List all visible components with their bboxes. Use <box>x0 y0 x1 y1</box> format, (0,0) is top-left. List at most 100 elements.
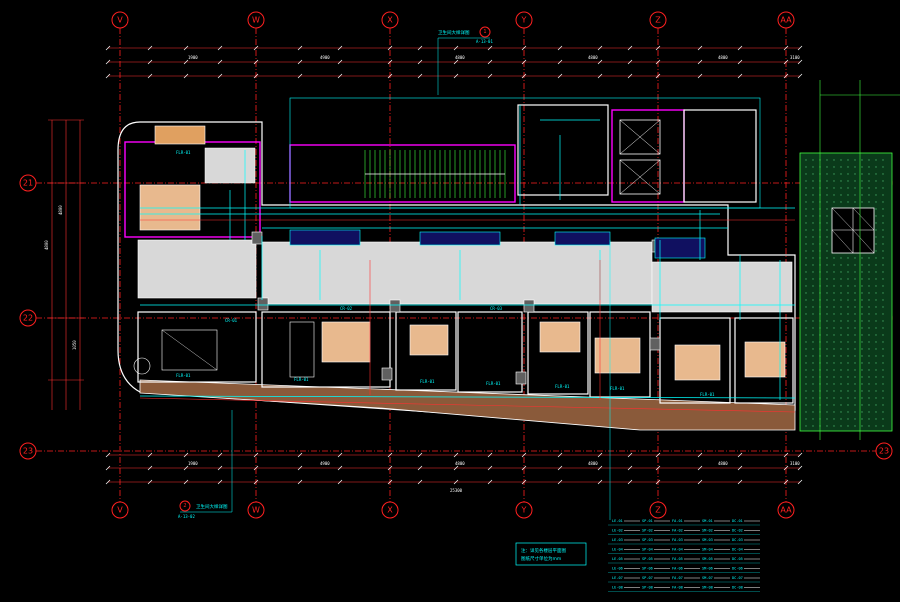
svg-text:Z: Z <box>655 16 661 25</box>
section-callout-1[interactable]: 1 A-13-01 卫生间大样详图 <box>437 26 493 95</box>
svg-text:X: X <box>387 16 393 25</box>
legend-cell: SP-07 <box>642 576 653 580</box>
elevators <box>619 119 661 195</box>
dim-left-1: 4800 <box>44 240 49 250</box>
bath-pods <box>289 229 706 259</box>
room-tag-3[interactable]: FLR-01 <box>294 377 309 382</box>
note-line-1: 注：详见各楼层平面图 <box>521 547 566 554</box>
structural-columns <box>251 231 663 385</box>
dim-top-1: 1900 <box>188 55 198 60</box>
legend-cell: LE-07 <box>612 576 623 580</box>
legend-cell: DC-08 <box>732 586 743 590</box>
dim-bottom-6: 3100 <box>790 461 800 466</box>
legend-cell: SP-06 <box>642 567 653 571</box>
legend-cell: DC-01 <box>732 519 743 523</box>
svg-text:1: 1 <box>483 29 486 35</box>
dim-bottom-1: 1900 <box>188 461 198 466</box>
svg-text:Y: Y <box>521 506 527 515</box>
grid-bubble-21-left[interactable]: 21 <box>19 174 37 192</box>
dim-left-2: 4800 <box>58 205 63 215</box>
grid-bubble-23-right[interactable]: 23 <box>875 442 893 460</box>
dim-overall: 25300 <box>450 488 463 493</box>
room-top-left <box>124 125 261 238</box>
bed-room-5 <box>674 344 721 381</box>
legend-cell: SP-04 <box>642 548 653 552</box>
svg-text:V: V <box>117 506 123 515</box>
room-tag-2[interactable]: FLR-01 <box>176 373 191 378</box>
stair-treads <box>364 150 506 198</box>
guest-rooms <box>133 311 794 404</box>
room-tag-5[interactable]: FLR-01 <box>486 381 501 386</box>
grid-bubble-Y-top[interactable]: Y <box>515 11 533 29</box>
corridor-tag-2[interactable]: CR-02 <box>340 306 353 311</box>
legend-cell: DC-04 <box>732 548 743 552</box>
legend-cell: FA-05 <box>672 557 683 561</box>
grid-bubble-23-left[interactable]: 23 <box>19 442 37 460</box>
grid-bubble-Z-bottom[interactable]: Z <box>649 501 667 519</box>
legend-cell: FA-03 <box>672 538 683 542</box>
legend-cell: SM-02 <box>702 529 713 533</box>
section-callout-2[interactable]: 2 A-13-02 卫生间大样详图 <box>178 410 233 519</box>
grid-bubble-X-bottom[interactable]: X <box>381 501 399 519</box>
room-tag-7[interactable]: FLR-01 <box>610 386 625 391</box>
legend-cell: SP-02 <box>642 529 653 533</box>
grid-bubble-Z-top[interactable]: Z <box>649 11 667 29</box>
bed-room-2 <box>409 324 449 356</box>
svg-text:23: 23 <box>23 447 33 456</box>
legend-cell: FA-08 <box>672 586 683 590</box>
grid-bubble-Y-bottom[interactable]: Y <box>515 501 533 519</box>
legend-cell: SM-05 <box>702 557 713 561</box>
legend-cell: DC-07 <box>732 576 743 580</box>
room-tag-4[interactable]: FLR-01 <box>420 379 435 384</box>
legend-cell: SM-04 <box>702 548 713 552</box>
bed-room-3 <box>539 321 581 353</box>
legend-cell: SM-01 <box>702 519 713 523</box>
dim-top-3: 4800 <box>455 55 465 60</box>
corridor <box>137 239 793 313</box>
grid-bubble-AA-bottom[interactable]: AA <box>777 501 795 519</box>
legend-cell: LE-06 <box>612 567 623 571</box>
legend-cell: FA-02 <box>672 529 683 533</box>
grid-bubble-W-top[interactable]: W <box>247 11 265 29</box>
corridor-tag-3[interactable]: CR-03 <box>490 306 503 311</box>
elevator-core <box>611 109 685 203</box>
svg-text:22: 22 <box>23 314 33 323</box>
legend-cell: LE-05 <box>612 557 623 561</box>
facade-panel <box>799 80 900 440</box>
legend-cell: SP-01 <box>642 519 653 523</box>
legend-cell: LE-08 <box>612 586 623 590</box>
grid-bubble-V-bottom[interactable]: V <box>111 501 129 519</box>
grid-bubble-22-left[interactable]: 22 <box>19 309 37 327</box>
grid-bubble-X-top[interactable]: X <box>381 11 399 29</box>
dim-bottom-5: 4800 <box>718 461 728 466</box>
grid-bubble-V-top[interactable]: V <box>111 11 129 29</box>
svg-text:X: X <box>387 506 393 515</box>
legend-cell: FA-01 <box>672 519 683 523</box>
legend-cell: SM-07 <box>702 576 713 580</box>
room-tag-6[interactable]: FLR-01 <box>555 384 570 389</box>
grid-bubble-AA-top[interactable]: AA <box>777 11 795 29</box>
core-outline <box>289 97 761 209</box>
dim-bottom-2: 4900 <box>320 461 330 466</box>
service-core <box>683 109 757 203</box>
grid-bubble-W-bottom[interactable]: W <box>247 501 265 519</box>
dim-bottom-4: 4800 <box>588 461 598 466</box>
svg-text:A-13-02: A-13-02 <box>178 514 195 519</box>
corridor-tag-1[interactable]: CR-01 <box>225 318 238 323</box>
room-tag-8[interactable]: FLR-01 <box>700 392 715 397</box>
bed-room-6 <box>744 341 786 378</box>
room-tag-1[interactable]: FLR-01 <box>176 150 191 155</box>
svg-text:21: 21 <box>23 179 33 188</box>
electrical-lines <box>139 219 796 413</box>
bed-room-1 <box>321 321 371 363</box>
legend-cell: FA-07 <box>672 576 683 580</box>
legend-cell: DC-03 <box>732 538 743 542</box>
legend-cell: SP-05 <box>642 557 653 561</box>
dimension-top: 1900 4900 4800 4800 4800 3100 <box>105 45 803 79</box>
svg-text:AA: AA <box>780 506 792 515</box>
legend-cell: SP-08 <box>642 586 653 590</box>
mep-piping <box>139 105 796 400</box>
legend-cell: SM-03 <box>702 538 713 542</box>
room-tags: FLR-01 FLR-01 FLR-01 FLR-01 FLR-01 FLR-0… <box>176 150 715 397</box>
